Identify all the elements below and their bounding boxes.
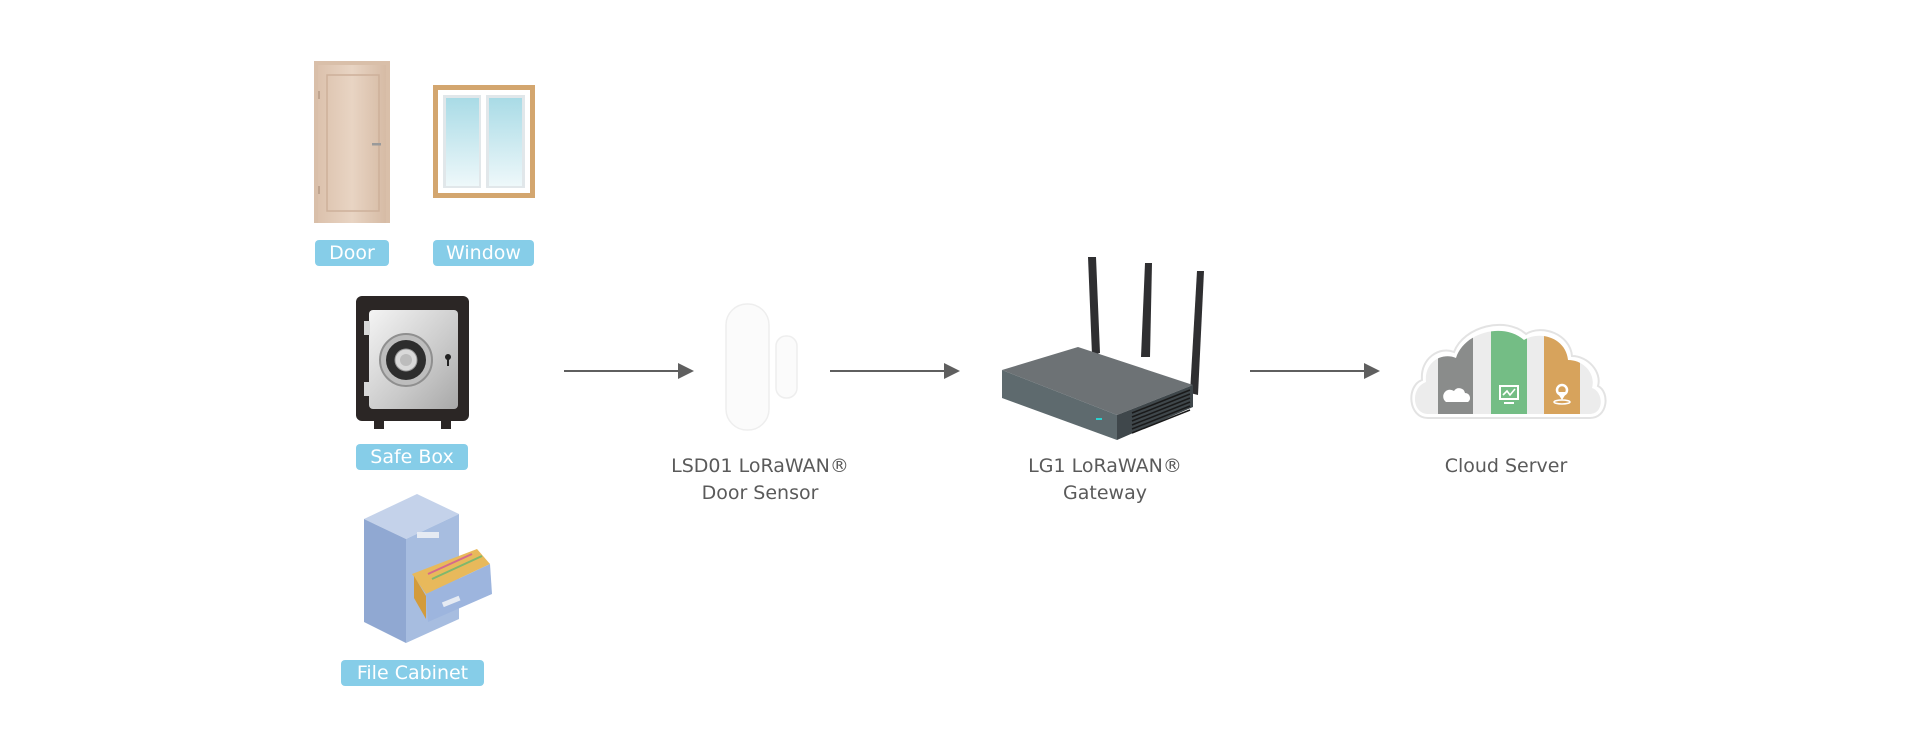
cloud-caption: Cloud Server: [1444, 455, 1568, 477]
cloud-server-icon: [1408, 322, 1608, 424]
safe-icon: [356, 296, 469, 429]
gateway-caption-line1: LG1 LoRaWAN®: [1028, 455, 1182, 477]
window-icon: [433, 85, 535, 198]
file-cabinet-icon: [362, 494, 495, 643]
gateway-caption: LG1 LoRaWAN® Gateway: [985, 453, 1225, 507]
file-cabinet-label: File Cabinet: [341, 660, 484, 686]
door-sensor-icon: [725, 303, 800, 431]
gateway-icon: [1000, 255, 1205, 445]
sensor-caption-line1: LSD01 LoRaWAN®: [671, 455, 849, 477]
door-label: Door: [315, 240, 389, 266]
arrow-gateway-to-cloud: [1250, 362, 1380, 380]
door-icon: [314, 61, 390, 223]
window-label: Window: [433, 240, 534, 266]
arrow-sources-to-sensor: [564, 362, 694, 380]
sensor-caption: LSD01 LoRaWAN® Door Sensor: [640, 453, 880, 507]
gateway-caption-line2: Gateway: [1063, 482, 1147, 504]
sensor-caption-line2: Door Sensor: [701, 482, 819, 504]
arrow-sensor-to-gateway: [830, 362, 960, 380]
safe-box-label: Safe Box: [356, 444, 468, 470]
